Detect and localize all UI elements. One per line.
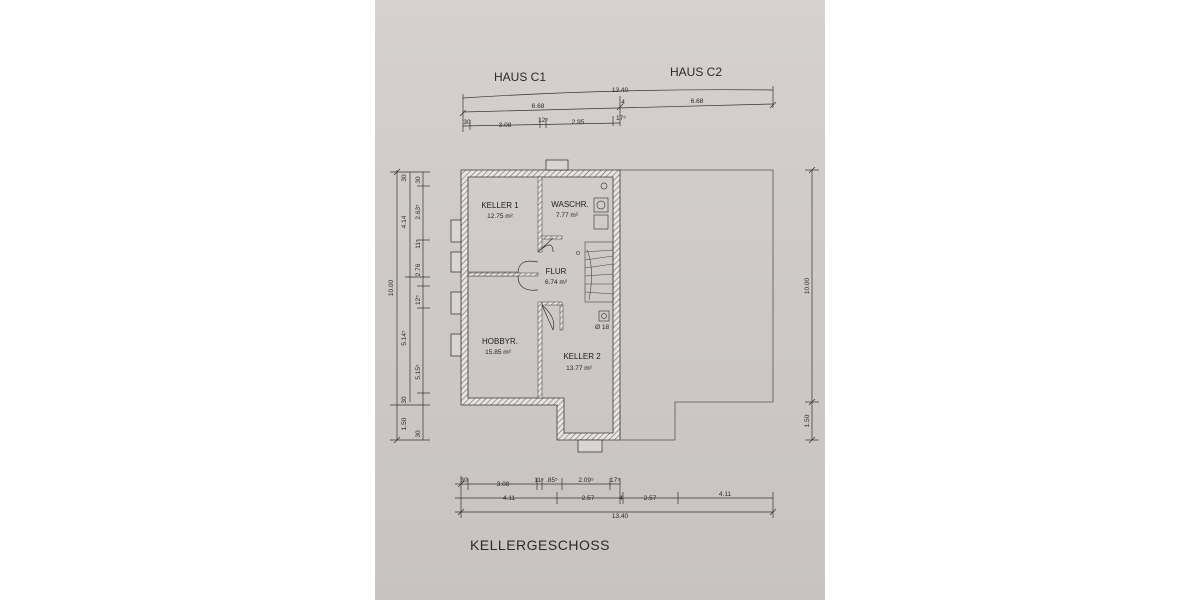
light-wells <box>450 159 603 453</box>
top-right-half-dim: 6.68 <box>691 98 704 105</box>
top-seg0-dim: 30 <box>463 119 471 126</box>
room-keller2-area: 13.77 m² <box>566 365 592 372</box>
top-seg4-dim: 17⁵ <box>616 115 626 122</box>
drawing-title: KELLERGESCHOSS <box>470 537 610 553</box>
top-center-dim: 4 <box>621 99 625 106</box>
pipe-label: Ø 18 <box>595 324 609 331</box>
bottom-row2-d-dim: 2.57 <box>644 495 657 502</box>
bottom-seg4-dim: 2.09⁵ <box>578 477 594 484</box>
washing-machine-icon <box>593 182 609 230</box>
doors <box>517 237 555 331</box>
top-total-dim: 13.40 <box>612 87 629 94</box>
right-bottom-dim: 1.50 <box>804 414 811 427</box>
left-j-dim: 30 <box>401 396 408 404</box>
top-seg2-dim: 12⁵ <box>538 117 548 124</box>
room-hobbyr-name: HOBBYR. <box>482 337 518 346</box>
room-flur-name: FLUR <box>546 267 567 276</box>
bottom-dimensions <box>455 476 777 518</box>
bottom-seg5-dim: 17⁵ <box>610 477 620 484</box>
left-k-dim: 1.50 <box>401 417 408 430</box>
left-f-dim: 2.76 <box>415 263 422 276</box>
left-dimensions <box>390 168 430 444</box>
plan-sheet: HAUS C1 HAUS C2 13.40 6.68 4 6.68 30 3.0… <box>375 0 825 600</box>
room-keller1-area: 12.75 m² <box>487 213 513 220</box>
room-waschr-area: 7.77 m² <box>556 212 579 219</box>
left-h-dim: 5.14⁵ <box>401 330 408 346</box>
left-a-dim: 4.14 <box>401 215 408 228</box>
bottom-row2-c-dim: 4 <box>619 495 623 502</box>
stair-icon <box>576 241 614 303</box>
left-l-dim: 30 <box>415 430 422 438</box>
bottom-row2-e-dim: 4.11 <box>719 491 732 498</box>
room-keller1-name: KELLER 1 <box>481 201 519 210</box>
left-d-dim: 30 <box>401 174 408 182</box>
bottom-row2-a-dim: 4.11 <box>503 495 516 502</box>
left-g-dim: 12⁵ <box>415 295 422 305</box>
header-haus-c1: HAUS C1 <box>494 70 546 84</box>
bottom-total-dim: 13.40 <box>612 513 629 520</box>
haus-c2-outline <box>617 169 774 441</box>
left-e-dim: 11⁵ <box>415 239 422 249</box>
top-seg3-dim: 2.95 <box>572 119 585 126</box>
haus-c1-walls <box>460 169 621 441</box>
bottom-row2-b-dim: 2.57 <box>582 495 595 502</box>
right-dimensions <box>805 166 819 444</box>
room-waschr-name: WASCHR. <box>551 200 588 209</box>
right-total-dim: 10.00 <box>804 277 811 294</box>
floor-plan-drawing: HAUS C1 HAUS C2 13.40 6.68 4 6.68 30 3.0… <box>388 65 819 553</box>
room-keller2-name: KELLER 2 <box>563 352 601 361</box>
bottom-seg3-dim: .85⁵ <box>546 477 558 484</box>
bottom-seg1-dim: 3.08 <box>497 481 510 488</box>
room-flur-area: 6.74 m² <box>545 279 568 286</box>
top-dimensions <box>459 86 777 132</box>
room-hobbyr-area: 15.85 m² <box>485 349 511 356</box>
top-seg1-dim: 3.08 <box>499 122 512 129</box>
pipe-icon <box>598 310 610 322</box>
left-i-dim: 5.15⁵ <box>415 364 422 380</box>
left-total-dim: 10.00 <box>388 279 395 296</box>
left-c-dim: 30 <box>415 176 422 184</box>
bottom-seg2-dim: 11⁵ <box>534 477 544 484</box>
header-haus-c2: HAUS C2 <box>670 65 722 79</box>
left-b-dim: 2.63⁵ <box>415 204 422 220</box>
bottom-seg0-dim: 30 <box>460 477 468 484</box>
top-left-half-dim: 6.68 <box>532 103 545 110</box>
